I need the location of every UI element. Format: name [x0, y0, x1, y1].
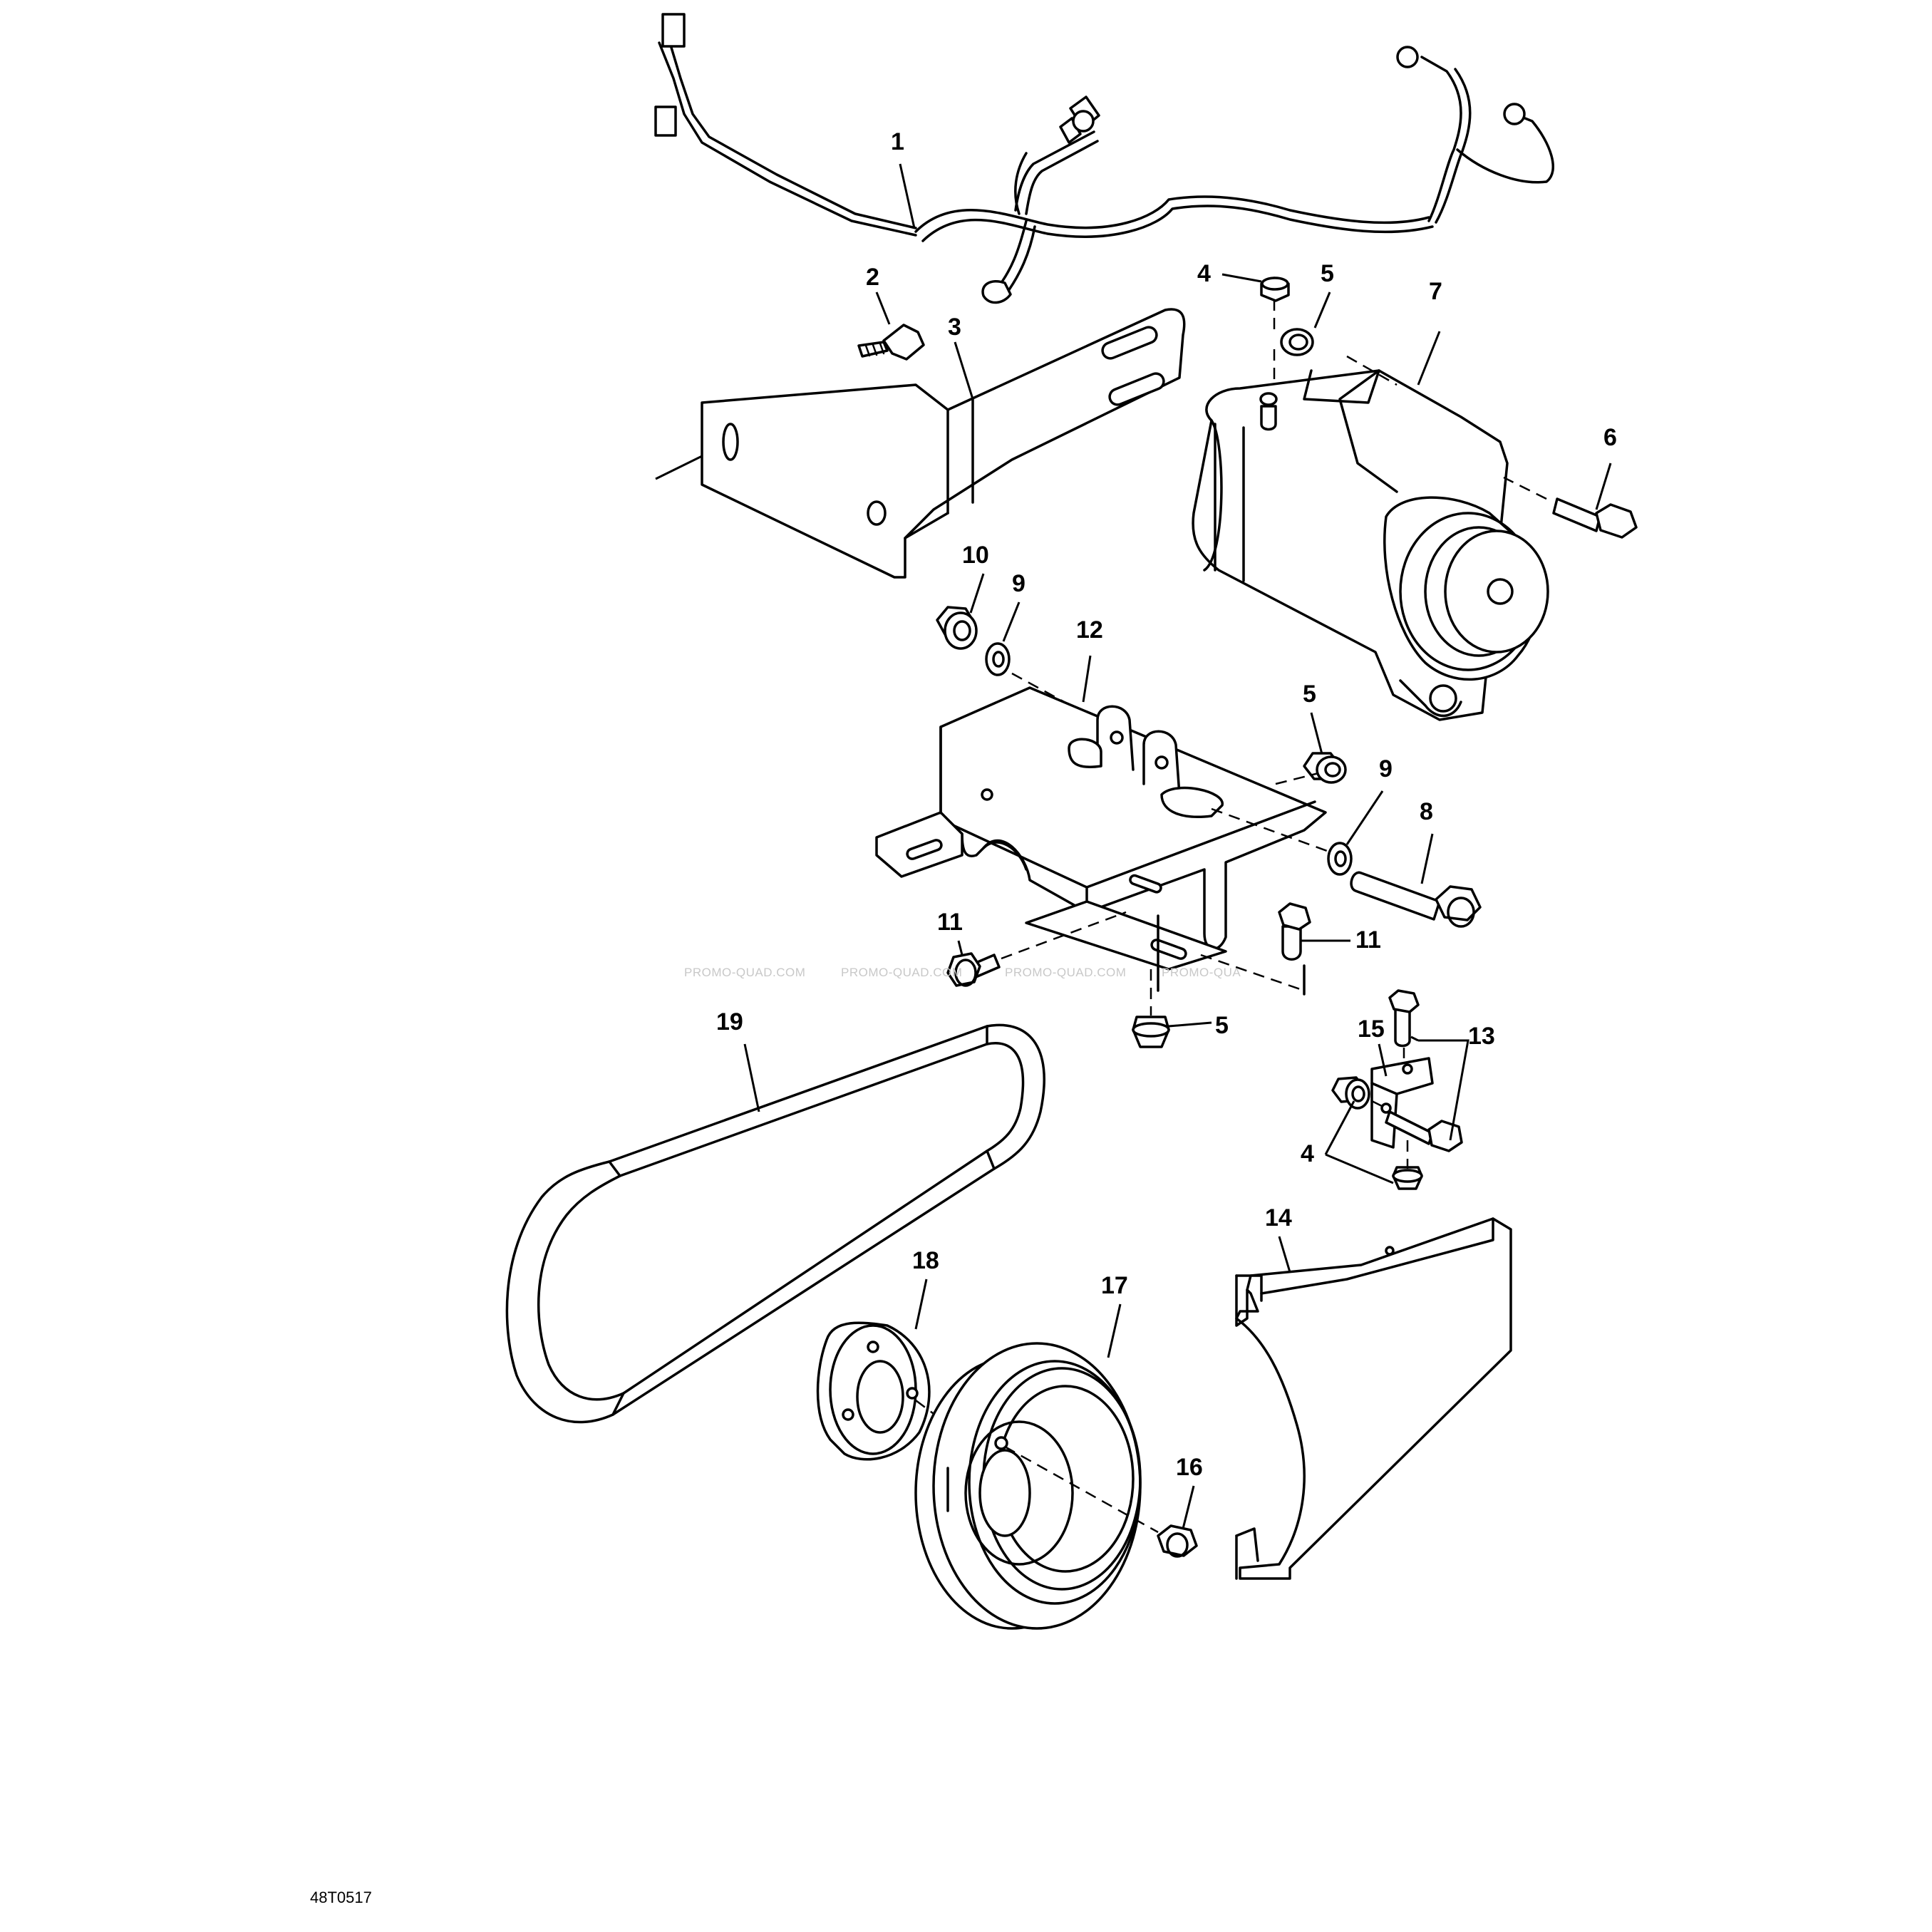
- callout-2: 2: [866, 264, 879, 291]
- wiring-harness: [654, 13, 1554, 304]
- washer-9-top: [985, 642, 1011, 676]
- callout-9-top: 9: [1012, 570, 1026, 597]
- bolt-11-left: [946, 952, 1001, 987]
- callout-16: 16: [1176, 1454, 1203, 1481]
- watermark-text-2: PROMO-QUAD.COM: [841, 966, 962, 979]
- bolt-11-right: [1278, 902, 1311, 961]
- spacer-plate: [816, 1321, 931, 1461]
- watermark-text-1: PROMO-QUAD.COM: [684, 966, 805, 979]
- callout-17: 17: [1101, 1272, 1128, 1299]
- callout-19: 19: [716, 1008, 743, 1035]
- callout-4-bottom: 4: [1301, 1140, 1314, 1167]
- flange-nut-4-bottom: [1392, 1166, 1423, 1190]
- flange-nut-4-top: [1260, 277, 1290, 302]
- callout-7: 7: [1429, 278, 1442, 305]
- drive-belt: [505, 1023, 1045, 1424]
- callout-15: 15: [1358, 1016, 1385, 1043]
- watermark-text-3: PROMO-QUAD.COM: [1005, 966, 1126, 979]
- bolt-13-right: [1385, 1110, 1463, 1152]
- bolt-2: [857, 324, 925, 361]
- callout-8: 8: [1420, 798, 1433, 825]
- belt-guard: [1235, 1217, 1512, 1580]
- alternator-bracket: [655, 308, 1186, 579]
- callout-1: 1: [891, 128, 904, 155]
- callout-11-right: 11: [1355, 926, 1381, 954]
- callout-labels: 1 2 3 4 5 7 6 10 9 12 5 9 8 11 11 5 19 1…: [716, 128, 1617, 1481]
- flange-nut-10: [936, 606, 978, 650]
- callout-18: 18: [912, 1247, 939, 1274]
- alternator: [1192, 369, 1549, 721]
- callout-5-bottom: 5: [1215, 1012, 1229, 1039]
- washer-5-top: [1280, 328, 1314, 356]
- bolt-8: [1350, 871, 1482, 928]
- callout-11-left: 11: [937, 909, 963, 936]
- callout-12: 12: [1076, 616, 1103, 644]
- callout-13: 13: [1468, 1023, 1495, 1050]
- callout-6: 6: [1603, 424, 1617, 451]
- callout-5-mid: 5: [1303, 681, 1316, 708]
- figure-reference: 48T0517: [310, 1889, 372, 1906]
- callout-10: 10: [962, 542, 989, 569]
- watermark: PROMO-QUAD.COM PROMO-QUAD.COM PROMO-QUAD…: [684, 966, 1241, 979]
- small-bracket: [1370, 1057, 1434, 1149]
- callout-5-top: 5: [1321, 260, 1334, 287]
- callout-3: 3: [948, 314, 961, 341]
- bolt-16: [1157, 1524, 1198, 1558]
- watermark-text-4: PROMO-QUA: [1162, 966, 1241, 979]
- crankshaft-pulley: [914, 1342, 1142, 1630]
- callout-4-top: 4: [1197, 260, 1211, 287]
- flange-nut-5-bottom: [1132, 1016, 1170, 1048]
- mounting-bracket: [875, 686, 1327, 971]
- bolt-6: [1552, 497, 1638, 539]
- flange-nut-5-mid: [1303, 752, 1347, 784]
- leader-lines: [743, 163, 1612, 1529]
- bolt-13-top: [1388, 989, 1420, 1048]
- washer-9-right: [1327, 842, 1353, 876]
- callout-9-right: 9: [1379, 755, 1393, 782]
- callout-14: 14: [1265, 1204, 1292, 1231]
- flange-nut-4-left: [1331, 1076, 1370, 1110]
